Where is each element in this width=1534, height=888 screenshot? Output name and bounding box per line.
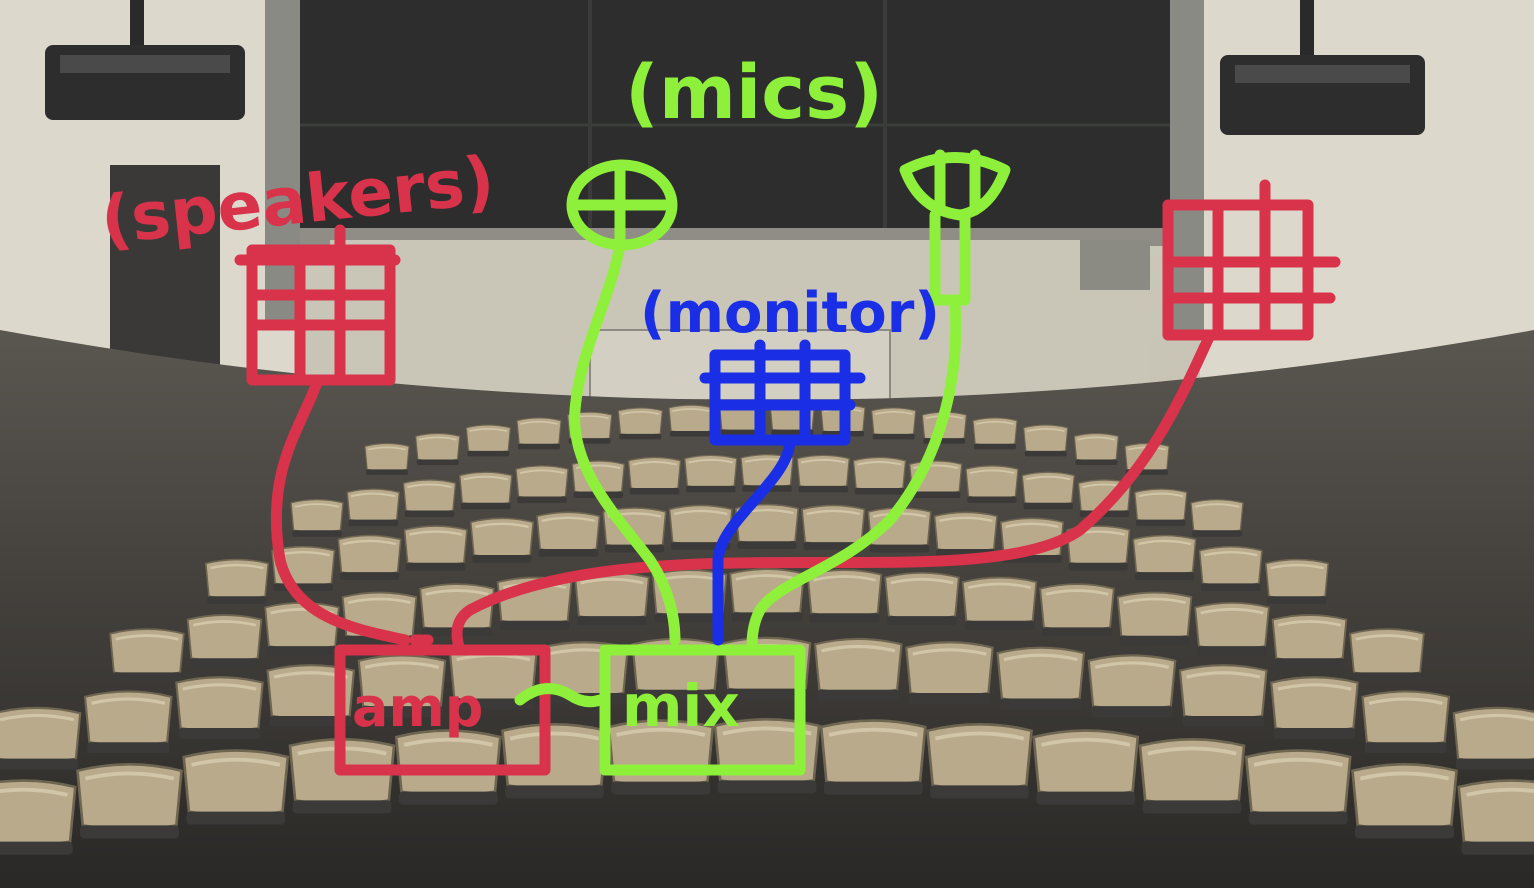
seat bbox=[1116, 591, 1193, 647]
seat bbox=[1022, 424, 1069, 458]
seat bbox=[925, 722, 1034, 801]
seat bbox=[683, 454, 738, 494]
seat bbox=[965, 464, 1019, 504]
seat bbox=[364, 442, 410, 476]
seat bbox=[1087, 653, 1177, 719]
seat bbox=[516, 417, 562, 451]
amp-box bbox=[334, 644, 551, 776]
seat bbox=[515, 464, 569, 504]
seat bbox=[1073, 432, 1120, 466]
seat bbox=[414, 432, 461, 466]
seat bbox=[668, 404, 714, 438]
seat bbox=[83, 689, 174, 755]
seat bbox=[337, 534, 402, 582]
seat bbox=[1271, 613, 1348, 669]
mix-label: mix bbox=[622, 672, 740, 740]
seat bbox=[181, 748, 290, 827]
monitor-speaker-icon bbox=[699, 339, 866, 446]
seat bbox=[995, 646, 1086, 711]
seat bbox=[1138, 737, 1246, 816]
seat bbox=[1133, 488, 1188, 528]
seat bbox=[819, 718, 928, 797]
mics-label: (mics) bbox=[625, 50, 883, 136]
seat bbox=[1132, 534, 1197, 582]
seat bbox=[402, 478, 457, 518]
seat bbox=[852, 456, 907, 496]
seat bbox=[1360, 689, 1451, 755]
seat bbox=[883, 571, 961, 627]
seat bbox=[1031, 728, 1140, 807]
seat bbox=[1244, 748, 1353, 827]
seat bbox=[1198, 545, 1264, 593]
wall-vent bbox=[1080, 240, 1150, 290]
seat bbox=[870, 407, 917, 441]
seat bbox=[1190, 498, 1244, 538]
seat bbox=[806, 568, 883, 624]
seat bbox=[972, 417, 1018, 451]
seat bbox=[1264, 558, 1330, 606]
monitor-label: (monitor) bbox=[640, 281, 940, 346]
seat bbox=[573, 571, 651, 627]
seat bbox=[500, 722, 609, 801]
seat bbox=[933, 511, 999, 558]
left-projector bbox=[45, 0, 245, 120]
seat bbox=[403, 524, 469, 572]
seat bbox=[204, 558, 270, 606]
right-speaker-icon bbox=[1162, 179, 1341, 341]
seat bbox=[0, 778, 78, 857]
seat bbox=[186, 613, 263, 669]
seat bbox=[174, 675, 265, 741]
seat bbox=[796, 454, 851, 494]
mix-box bbox=[599, 644, 806, 776]
seat bbox=[1269, 675, 1360, 741]
seat bbox=[1348, 627, 1426, 683]
seat bbox=[1350, 762, 1459, 841]
chalkboard bbox=[300, 0, 1170, 232]
seat bbox=[346, 488, 401, 528]
seat bbox=[1452, 706, 1534, 772]
seat bbox=[617, 407, 664, 441]
speaker-wiring bbox=[234, 179, 1341, 776]
seat bbox=[263, 601, 341, 657]
seat bbox=[458, 471, 513, 511]
right-projector bbox=[1220, 0, 1425, 135]
seat bbox=[961, 576, 1038, 632]
seat bbox=[0, 706, 82, 772]
mic-wiring bbox=[514, 149, 1011, 776]
seat bbox=[1178, 663, 1269, 729]
monitor-wiring bbox=[699, 339, 866, 646]
seat bbox=[1021, 471, 1076, 511]
seat bbox=[1456, 778, 1534, 857]
left-mic-icon bbox=[566, 159, 678, 251]
seat bbox=[1038, 582, 1116, 638]
seat bbox=[469, 517, 535, 564]
seat bbox=[465, 424, 512, 458]
seat bbox=[290, 498, 344, 538]
seat bbox=[75, 762, 184, 841]
amp-label: amp bbox=[352, 676, 483, 739]
seat bbox=[627, 456, 682, 496]
seat bbox=[108, 627, 186, 683]
seat bbox=[535, 511, 601, 558]
seat bbox=[813, 637, 904, 703]
seat bbox=[1193, 601, 1271, 657]
seat bbox=[904, 640, 995, 706]
right-mic-icon bbox=[899, 149, 1011, 306]
right-pillar bbox=[1168, 0, 1204, 330]
